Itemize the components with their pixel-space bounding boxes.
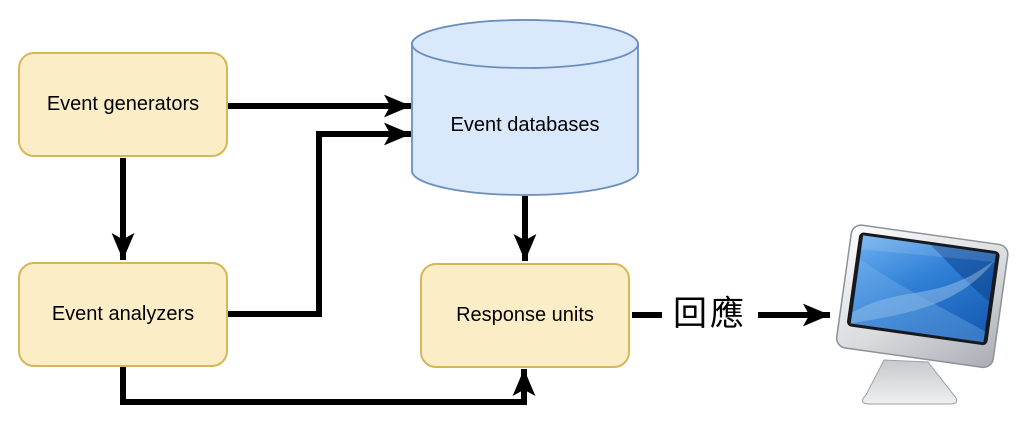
node-event-analyzers-label: Event analyzers xyxy=(51,303,195,325)
computer-monitor-icon xyxy=(835,224,1009,405)
node-event-generators-label: Event generators xyxy=(46,93,200,115)
node-event-analyzers: Event analyzers xyxy=(18,262,228,367)
node-event-generators: Event generators xyxy=(18,52,228,157)
edge-response-label: 回應 xyxy=(662,294,758,334)
node-event-databases-label: Event databases xyxy=(450,114,600,136)
edge-analyzers-to-databases xyxy=(228,122,411,317)
edge-analyzers-to-response xyxy=(120,367,536,405)
node-response-units: Response units xyxy=(420,263,630,368)
database-cylinder-shape xyxy=(411,19,639,196)
node-response-units-label: Response units xyxy=(456,304,594,326)
